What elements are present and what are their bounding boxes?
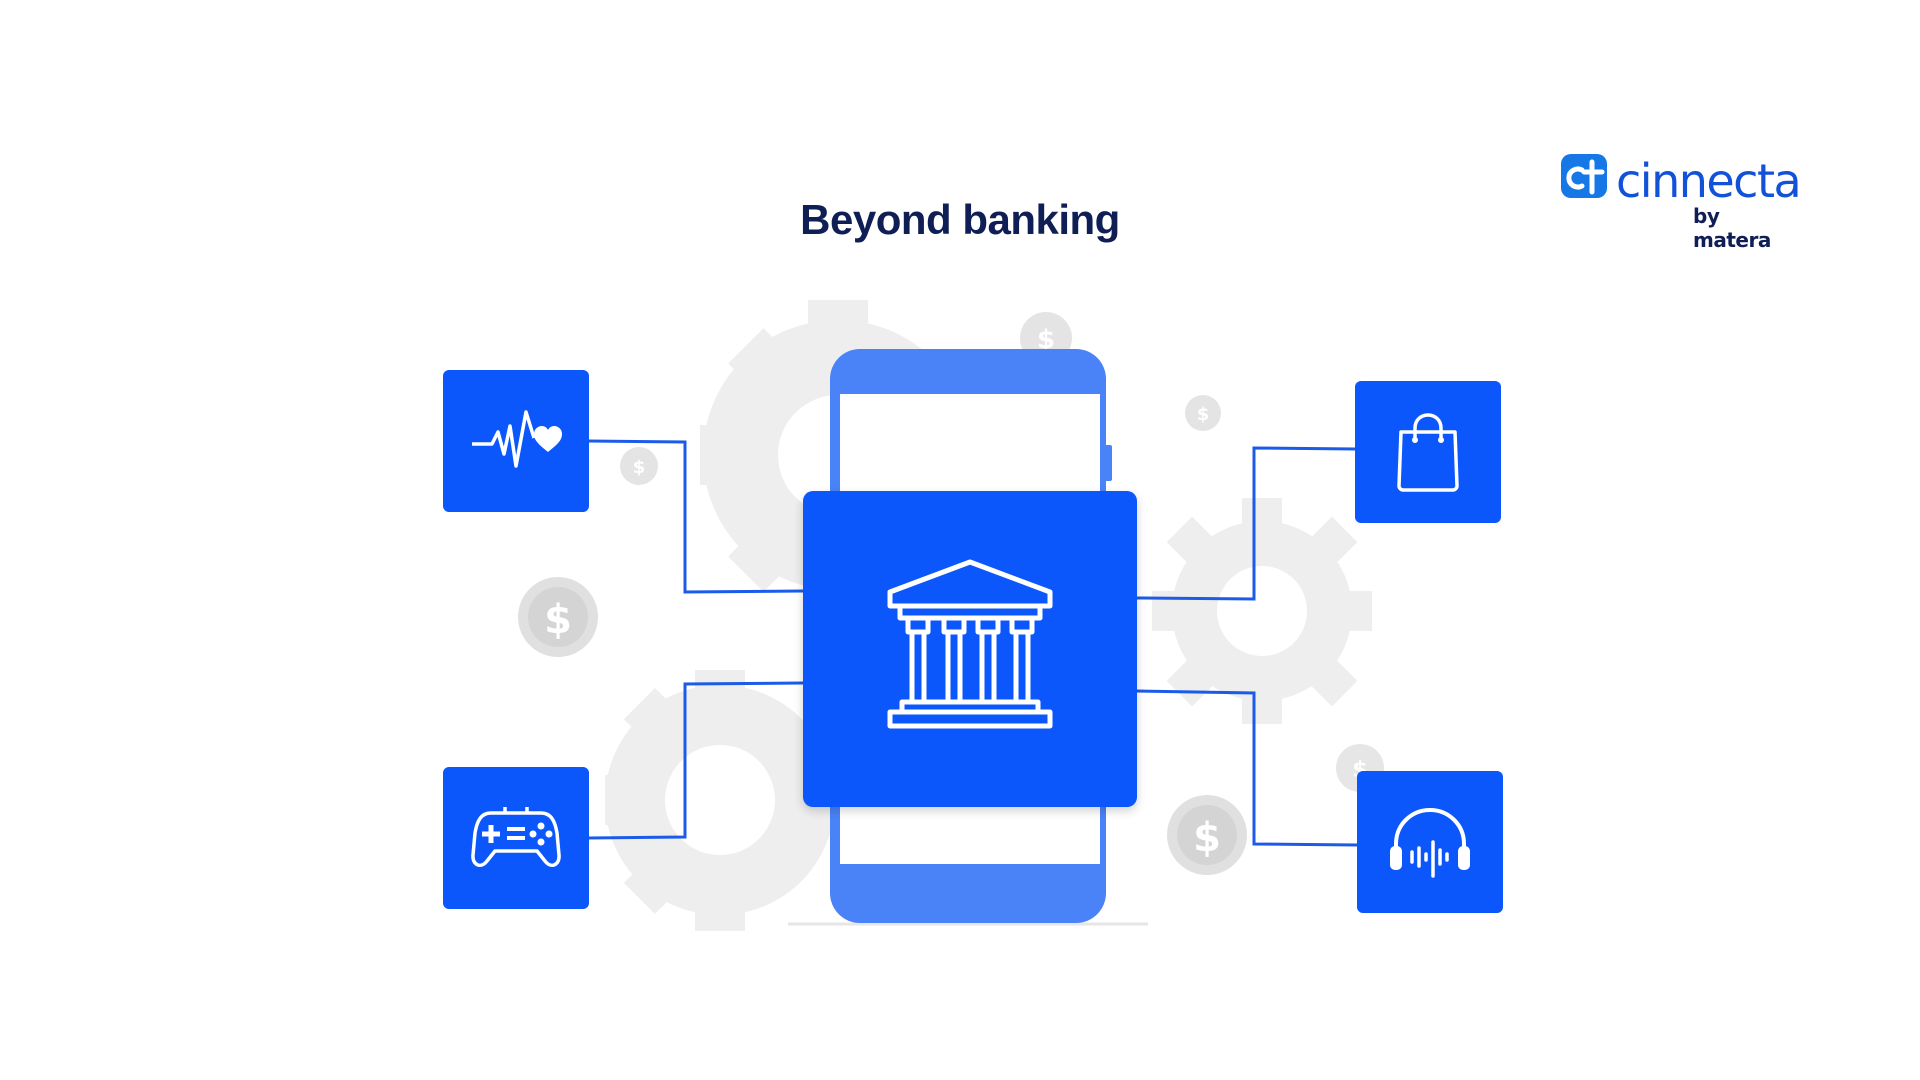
- music-service-tile[interactable]: [1357, 771, 1503, 913]
- dollar-coin-icon: $: [1185, 395, 1221, 431]
- gear-icon: [1152, 498, 1372, 724]
- health-service-tile[interactable]: [443, 370, 589, 512]
- cinnecta-logo-mark-icon: [1561, 154, 1607, 198]
- connector-lines: [588, 439, 1358, 847]
- dollar-coin-icon: $: [620, 447, 658, 485]
- heartbeat-icon: [472, 410, 562, 468]
- page-title: Beyond banking: [800, 196, 1120, 243]
- shopping-bag-icon: [1397, 413, 1459, 492]
- headphones-audio-icon: [1390, 807, 1470, 878]
- gaming-service-tile[interactable]: [443, 767, 589, 909]
- cinnecta-logo: cinnecta by matera: [1560, 150, 1802, 252]
- bank-center-card[interactable]: [803, 491, 1137, 807]
- logo-brand-text: cinnecta: [1616, 154, 1802, 208]
- svg-text:$: $: [1197, 404, 1210, 425]
- svg-text:$: $: [633, 457, 646, 478]
- gear-icon: [605, 670, 835, 931]
- dollar-coin-icon: $: [1167, 795, 1247, 875]
- svg-text:$: $: [1193, 815, 1221, 861]
- svg-text:$: $: [544, 597, 572, 643]
- svg-text:$: $: [1037, 325, 1055, 355]
- gamepad-icon: [471, 807, 561, 867]
- dollar-coin-icon: $: [518, 577, 598, 657]
- logo-tagline-text: by matera: [1693, 204, 1771, 252]
- shopping-service-tile[interactable]: [1355, 381, 1501, 523]
- bank-building-icon: [887, 559, 1053, 729]
